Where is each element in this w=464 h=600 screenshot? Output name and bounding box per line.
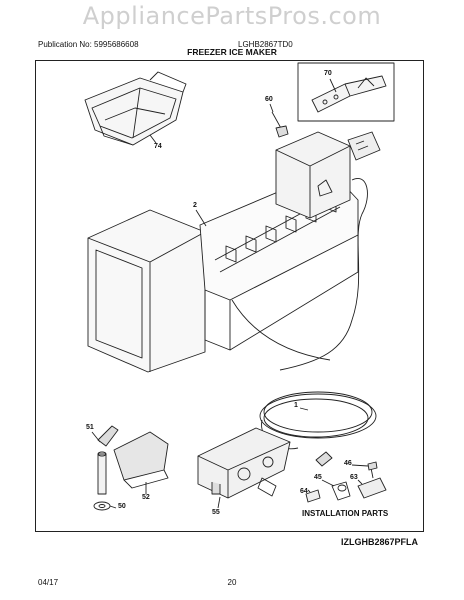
callout-55: 55	[212, 509, 220, 516]
leader-45	[321, 479, 335, 487]
callout-2: 2	[193, 202, 197, 209]
fill-tube-set	[93, 425, 169, 511]
leader-60	[269, 103, 274, 113]
section-title: FREEZER ICE MAKER	[187, 47, 277, 57]
leader-63	[357, 479, 363, 485]
ice-maker-assembly	[87, 131, 381, 373]
callout-45: 45	[314, 474, 322, 481]
watermark: AppliancePartsPros.com	[82, 2, 382, 30]
callout-50: 50	[118, 503, 126, 510]
compression-fitting	[315, 451, 333, 467]
publication-number: Publication No: 5995686608	[38, 40, 139, 49]
diagram-id: IZLGHB2867PFLA	[340, 537, 418, 547]
callout-46: 46	[344, 460, 352, 467]
leader-1	[299, 407, 309, 411]
leader-50	[109, 505, 117, 509]
page-number: 20	[227, 578, 237, 587]
screw	[271, 111, 289, 138]
footer-date: 04/17	[38, 578, 59, 587]
installation-hardware	[305, 461, 387, 503]
callout-51: 51	[86, 424, 94, 431]
water-valve	[197, 427, 291, 499]
callout-74: 74	[154, 143, 162, 150]
callout-60: 60	[265, 96, 273, 103]
diagram-frame	[35, 60, 424, 532]
callout-1: 1	[294, 402, 298, 409]
callout-52: 52	[142, 494, 150, 501]
leader-2	[195, 209, 207, 227]
callout-70: 70	[324, 70, 332, 77]
leader-51	[91, 431, 101, 443]
leader-70	[329, 78, 337, 93]
callout-64: 64	[300, 488, 308, 495]
mounting-bracket	[297, 62, 395, 122]
leader-46	[351, 464, 369, 467]
leader-64	[307, 489, 311, 493]
callout-63: 63	[350, 474, 358, 481]
ice-bin-tray	[84, 71, 187, 146]
leader-55	[217, 496, 221, 509]
model-number: LGHB2867TD0	[238, 40, 293, 49]
leader-74	[149, 134, 157, 144]
installation-parts-label: INSTALLATION PARTS	[302, 509, 389, 518]
